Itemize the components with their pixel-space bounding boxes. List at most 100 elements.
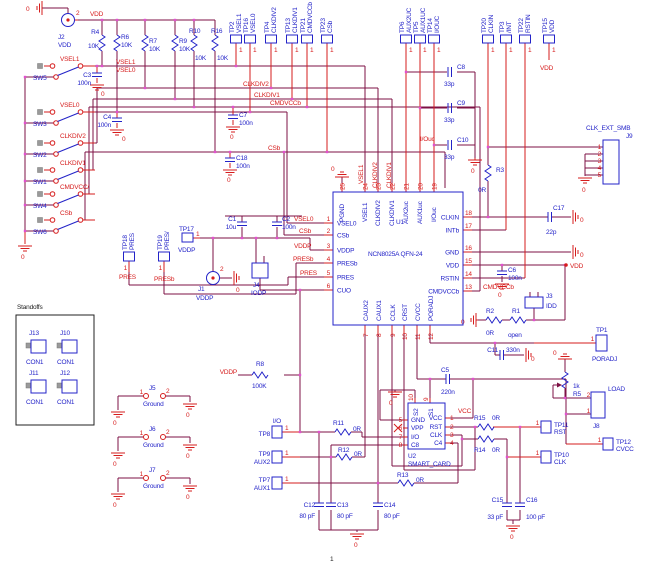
tp10-pin: 1 <box>536 450 540 457</box>
net-label-pair: VSEL1 VSEL0 CLKDIV2 CLKDIV1 CMDVCCb CSb <box>116 59 302 152</box>
c14-val: 80 pF <box>384 513 400 520</box>
tp6-ref: TP6 <box>399 21 406 33</box>
resistor-r14: R14 0R <box>474 435 501 454</box>
gnd-0: 0 <box>389 400 393 407</box>
tp20-pin: 1 <box>491 47 495 54</box>
gnd-0: 0 <box>236 287 240 294</box>
u2-pin-rst: RST <box>430 424 443 431</box>
tp13-pin: 1 <box>295 47 299 54</box>
tp14-pin: 1 <box>437 47 441 54</box>
c9-val: 33p <box>444 117 455 124</box>
gnd-0: 0 <box>101 91 105 98</box>
r15-val: 0R <box>492 415 500 422</box>
u2-num-1: 1 <box>450 415 454 422</box>
c10-val: 33p <box>444 154 455 161</box>
resistor-r13: R13 0R <box>397 472 425 487</box>
standoff-j13-val: CON1 <box>26 359 44 366</box>
tp2-net: VSEL1 <box>236 13 243 33</box>
u2-pin-io: I/O <box>411 434 419 441</box>
r8-ref: R8 <box>256 361 264 368</box>
u1-num-3: 3 <box>327 243 331 250</box>
net-vddp-r8: VDDP <box>220 369 237 376</box>
u1-pin-csb: CSb <box>337 233 350 240</box>
r9-ref: R9 <box>179 38 187 45</box>
sw4-ref: SW4 <box>33 203 47 210</box>
u2-pin-vcc: VCC <box>429 415 443 422</box>
jumper-j5: J5 1 2 Ground <box>140 385 171 408</box>
r5-ref: R5 <box>573 391 581 398</box>
vpp-no-connect-x <box>393 423 403 433</box>
testpoint-tp11: 1 TP11 RST <box>536 420 569 436</box>
c7-ref: C7 <box>239 112 247 119</box>
standoff-j11-val: CON1 <box>26 399 44 406</box>
cap-c16: C16 100 pF <box>514 497 545 521</box>
resistor-r11: R11 0R <box>333 420 362 436</box>
net-pres-left: PRES <box>119 274 137 281</box>
u1-pin-cuo: CUO <box>337 288 351 295</box>
tp17-pin: 1 <box>196 231 200 238</box>
r12-ref: R12 <box>338 447 350 454</box>
u1-num-10: 10 <box>402 333 409 340</box>
resistor-r2: R2 0R <box>485 308 503 337</box>
r16-val: 10K <box>217 55 229 62</box>
sw3-net: VSEL0 <box>60 102 80 109</box>
net-pin-csb: CSb <box>299 228 312 235</box>
tp15-net: VDD <box>549 19 556 33</box>
j1-ref: J1 <box>198 286 205 293</box>
c3-ref: C3 <box>83 72 91 79</box>
jumper-j6: J6 1 2 Ground <box>140 426 171 449</box>
tp23-ref: TP23 <box>320 18 327 33</box>
j4-name: IODP <box>251 290 266 297</box>
tp12-pin: 1 <box>598 437 602 444</box>
tp15-ref: TP15 <box>542 18 549 33</box>
testpoint-tp19: TP19 PRES/ 1 PRESb <box>154 231 175 283</box>
j9-ref: J9 <box>626 133 633 140</box>
standoff-j12-val: CON1 <box>57 399 75 406</box>
u1-num-13: 13 <box>465 284 472 291</box>
tp1-pin: 1 <box>591 336 595 343</box>
gnd-0: 0 <box>26 6 30 13</box>
r3-ref: R3 <box>496 167 504 174</box>
tp11-pin: 1 <box>536 420 540 427</box>
c13-val: 80 pF <box>337 513 353 520</box>
resistor-r8: R8 100K VDDP <box>220 361 269 390</box>
testpoint-tp7: TP7 AUX1 1 <box>254 476 289 492</box>
net-pin-pres: PRES <box>300 270 318 277</box>
c5-val: 220n <box>441 389 455 396</box>
testpoint-tp12: 1 TP12 CVCC <box>598 437 635 453</box>
u1-num-9: 9 <box>390 333 397 337</box>
c15-ref: C15 <box>492 497 504 504</box>
jumper-j3: J3 IDD <box>524 293 557 310</box>
pot-r5: 1k R5 <box>553 371 582 398</box>
u1-pin-aux1uc: AUX1uc <box>417 200 424 224</box>
gnd-0: 0 <box>531 356 535 363</box>
connector-j2: 2 VDD J2 VDD <box>58 10 104 49</box>
u1-num-6: 6 <box>327 283 331 290</box>
resistor-r1: R1 open <box>508 308 527 339</box>
u1-pin-caux1: CAUX1 <box>376 300 383 321</box>
red-stubs <box>24 19 603 484</box>
j1-name: VDDP <box>196 295 213 302</box>
gnd-0: 0 <box>510 534 514 541</box>
r8-val: 100K <box>252 383 267 390</box>
r6-ref: R6 <box>121 34 129 41</box>
tp22-pin: 1 <box>528 47 532 54</box>
u1-num-8: 8 <box>376 333 383 337</box>
tp8-ref: TP8 <box>259 431 271 438</box>
tp16-net: VSEL0 <box>250 13 257 33</box>
tp15-pin: 1 <box>552 47 556 54</box>
u2-pin-c4: C4 <box>434 440 442 447</box>
tp18-ref: TP18 <box>122 235 129 250</box>
net-pin-vddp: VDDP <box>294 243 311 250</box>
standoff-j10-val: CON1 <box>57 359 75 366</box>
gnd-0: 0 <box>580 252 584 259</box>
j5-p1: 1 <box>140 389 144 396</box>
tp16-pin: 1 <box>253 47 257 54</box>
cap-c17: C17 22p <box>546 205 565 236</box>
gnd-0: 0 <box>186 494 190 501</box>
net-presb-left: PRESb <box>154 276 175 283</box>
u2-pin-s2: S2 <box>413 408 420 416</box>
c17-val: 22p <box>546 229 557 236</box>
u1-pin-pres: PRES <box>337 275 355 282</box>
tp4-net: CLKDIV2 <box>271 7 278 33</box>
